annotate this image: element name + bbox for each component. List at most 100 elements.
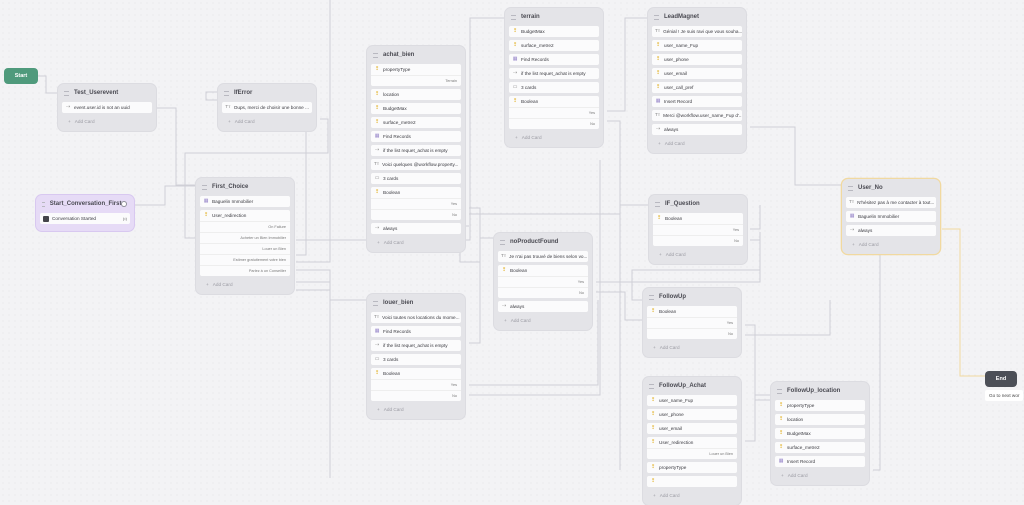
card-row[interactable]: ❢Boolean <box>371 368 461 379</box>
branch-output[interactable]: Yes <box>371 379 461 390</box>
card-var[interactable]: ❢BudgetMax <box>509 26 599 37</box>
node-header[interactable]: First_Choice <box>200 178 290 196</box>
node-header[interactable]: achat_bien <box>371 46 461 64</box>
node-followup-achat[interactable]: FollowUp_Achat❢user_name_Fup❢user_phone❢… <box>643 377 741 505</box>
card-row[interactable]: ❢surface_metre2 <box>509 40 599 51</box>
add-card-button[interactable]: +Add Card <box>775 470 865 481</box>
node-header[interactable]: noProductFound <box>498 233 588 251</box>
card-var[interactable]: ❢surface_metre2 <box>509 40 599 51</box>
card-row[interactable]: ▭3 cards <box>371 354 461 365</box>
add-card-button[interactable]: +Add Card <box>509 132 599 143</box>
card-var[interactable]: ❢user_email <box>652 68 742 79</box>
card-var[interactable]: ❢ <box>647 476 737 487</box>
branch-output[interactable]: Yes <box>509 107 599 118</box>
card-row[interactable]: ▦Find Records <box>509 54 599 65</box>
card-var[interactable]: ❢user_phone <box>647 409 737 420</box>
add-card-button[interactable]: +Add Card <box>200 279 290 290</box>
card-row[interactable]: ⇢if the list requet_achat is empty <box>509 68 599 79</box>
drag-handle-icon[interactable] <box>649 383 654 389</box>
card-row[interactable]: ❢propertyType <box>775 400 865 411</box>
card-row[interactable]: ▦Insert Record <box>775 456 865 467</box>
branch-output[interactable]: No <box>371 209 461 220</box>
card-record[interactable]: ▦Find Records <box>509 54 599 65</box>
add-card-button[interactable]: +Add Card <box>647 342 737 353</box>
card-row[interactable]: ❢surface_metre2 <box>371 117 461 128</box>
card-var[interactable]: ❢surface_metre2 <box>775 442 865 453</box>
start-node[interactable]: Start <box>4 68 38 84</box>
add-card-button[interactable]: +Add Card <box>647 490 737 501</box>
card-row[interactable]: ❢user_name_Fup <box>647 395 737 406</box>
branch-output[interactable]: No <box>647 328 737 339</box>
card-record[interactable]: ▦Baguelin Immobilier <box>846 211 936 222</box>
card-var[interactable]: ❢user_call_pref <box>652 82 742 93</box>
card-row[interactable]: ⇢always <box>498 301 588 312</box>
card-row[interactable]: ▦Insert Record <box>652 96 742 107</box>
node-header[interactable]: IfError <box>222 84 312 102</box>
add-card-button[interactable]: +Add Card <box>222 116 312 127</box>
card-row[interactable]: ❢Boolean <box>653 213 743 224</box>
card-row[interactable]: ❢Boolean <box>509 96 599 107</box>
card-var[interactable]: ❢user_name_Fup <box>652 40 742 51</box>
card-row[interactable]: ❢Boolean <box>371 187 461 198</box>
drag-handle-icon[interactable] <box>777 388 782 394</box>
card-condition[interactable]: ⇢always <box>498 301 588 312</box>
branch-output[interactable]: No <box>371 390 461 401</box>
card-cards[interactable]: ▭3 cards <box>371 354 461 365</box>
card-row[interactable]: ▭3 cards <box>371 173 461 184</box>
card-record[interactable]: ▦Find Records <box>371 326 461 337</box>
card-var[interactable]: ❢surface_metre2 <box>371 117 461 128</box>
card-var[interactable]: ❢user_name_Fup <box>647 395 737 406</box>
node-first-choice[interactable]: First_Choice▦Baguelin Immobilier ❢User_re… <box>196 178 294 294</box>
card-var[interactable]: ❢propertyType <box>775 400 865 411</box>
card-condition[interactable]: ⇢always <box>846 225 936 236</box>
card-var[interactable]: ❢location <box>775 414 865 425</box>
card-row[interactable]: ⇢always <box>652 124 742 135</box>
add-card-button[interactable]: +Add Card <box>371 404 461 415</box>
card-record[interactable]: ▦Baguelin Immobilier <box>200 196 290 207</box>
card-row[interactable]: ▦Baguelin Immobilier <box>846 211 936 222</box>
add-card-button[interactable]: +Add Card <box>846 239 936 250</box>
add-card-button[interactable]: +Add Card <box>62 116 152 127</box>
branch-output[interactable]: Estimer gratuitement votre bien <box>200 254 290 265</box>
card-condition[interactable]: ⇢if the list requet_achat is empty <box>371 145 461 156</box>
card-row[interactable]: ⇢always <box>846 225 936 236</box>
card-row[interactable]: ❢User_redirection <box>647 437 737 448</box>
card-condition[interactable]: ⇢always <box>371 223 461 234</box>
card-row[interactable]: ⇢event.user.id is not an uuid <box>62 102 152 113</box>
card-row[interactable]: ❢BudgetMax <box>371 103 461 114</box>
card-row[interactable]: ❢user_call_pref <box>652 82 742 93</box>
node-header[interactable]: FollowUp_location <box>775 382 865 400</box>
card-row[interactable]: ❢surface_metre2 <box>775 442 865 453</box>
card-var[interactable]: ❢BudgetMax <box>371 103 461 114</box>
card-var[interactable]: ❢propertyType <box>647 462 737 473</box>
card-row[interactable]: ❢user_email <box>652 68 742 79</box>
card-row[interactable]: ❢user_phone <box>652 54 742 65</box>
node-header[interactable]: FollowUp <box>647 288 737 306</box>
branch-output[interactable]: Yes <box>371 198 461 209</box>
node-header[interactable]: LeadMagnet <box>652 8 742 26</box>
card-record[interactable]: ▦Insert Record <box>652 96 742 107</box>
branch-output[interactable]: Louer un Bien <box>647 448 737 459</box>
card-row[interactable]: ▦Find Records <box>371 131 461 142</box>
branch-output[interactable]: No <box>509 118 599 129</box>
card-cards[interactable]: ▭3 cards <box>371 173 461 184</box>
node-header[interactable]: Test_Userevent <box>62 84 152 102</box>
